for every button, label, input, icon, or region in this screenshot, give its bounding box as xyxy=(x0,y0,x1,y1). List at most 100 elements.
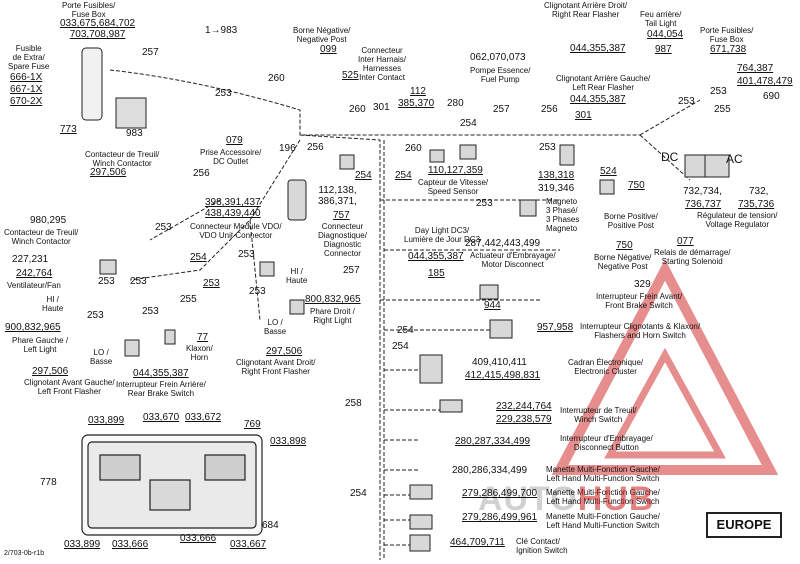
part-077: 077 xyxy=(677,236,694,247)
vdo-connector-label: Connecteur Module VDO/ VDO Unit Connecto… xyxy=(190,222,282,240)
part-196: 196 xyxy=(279,143,296,154)
spare-fuse-parts: 666-1X 667-1X 670-2X xyxy=(10,72,43,107)
part-254-b: 254 xyxy=(395,170,412,181)
negative-post-title: Borne Négative/ Negative Post xyxy=(293,26,351,44)
part-983-box: 983 xyxy=(126,128,143,139)
watermark-triangle xyxy=(551,259,779,475)
part-757: 757 xyxy=(333,210,350,221)
part-254-left: 254 xyxy=(190,252,207,263)
right-front-flasher-label: Clignotant Avant Droit/ Right Front Flas… xyxy=(236,358,316,376)
watermark-text: AUTOHUB xyxy=(478,480,654,519)
inter-contact-label: Connecteur Inter Harnais/ Harnesses Inte… xyxy=(358,46,407,82)
winch-contactor2-label: Contacteur de Treuil/ Winch Contactor xyxy=(4,228,79,246)
part-944: 944 xyxy=(484,300,501,311)
watermark-text-a: AUTO xyxy=(478,480,578,518)
winch-contactor-title: Contacteur de Treuil/ Winch Contactor xyxy=(85,150,160,168)
part-253-j: 253 xyxy=(203,278,220,289)
part-297-506-c: 297,506 xyxy=(266,346,303,357)
part-464-711: 464,709,711 xyxy=(450,537,505,548)
part-987: 987 xyxy=(655,44,672,55)
region-badge: EUROPE xyxy=(706,512,782,538)
part-764-387: 764,387 xyxy=(737,63,774,74)
part-253-k: 253 xyxy=(249,286,266,297)
dc-label: DC xyxy=(661,150,679,164)
part-412-831: 412,415,498,831 xyxy=(465,370,541,381)
part-280-a: 280 xyxy=(447,98,464,109)
front-brake-label: Interrupteur Frein Avant/ Front Brake Sw… xyxy=(596,292,683,310)
part-524: 524 xyxy=(600,166,617,177)
part-980-295: 980,295 xyxy=(30,215,67,226)
diag-connector-label: Connecteur Diagnostique/ Diagnostic Conn… xyxy=(318,222,367,258)
part-079: 079 xyxy=(226,135,243,146)
part-773: 773 xyxy=(60,124,77,135)
part-253-g: 253 xyxy=(98,276,115,287)
right-rear-flasher-label: Clignotant Arrière Droit/ Right Rear Fla… xyxy=(544,1,628,19)
part-800-right: 800,832,965 xyxy=(305,294,361,305)
part-033-666-a: 033,666 xyxy=(112,539,149,550)
part-033-666-b: 033,666 xyxy=(180,533,217,544)
part-260-c: 260 xyxy=(405,143,422,154)
part-255-b: 255 xyxy=(180,294,197,305)
part-138-318: 138,318 xyxy=(538,170,575,181)
part-254-f: 254 xyxy=(350,488,367,499)
part-280-286-a: 280,286,334,499 xyxy=(452,465,528,476)
part-279-961: 279,286,499,961 xyxy=(462,512,538,523)
motor-disconnect-parts: 287,442,443,499 xyxy=(465,238,541,249)
part-227-231: 227,231 xyxy=(12,254,49,265)
part-301-a: 301 xyxy=(373,102,390,113)
part-690: 690 xyxy=(763,91,780,102)
part-769: 769 xyxy=(244,419,261,430)
part-957-958: 957,958 xyxy=(537,322,574,333)
part-297-506-a: 297,506 xyxy=(90,167,127,178)
hi-left2-label: HI / Haute xyxy=(42,295,64,313)
flasher-horn-switch-label: Interrupteur Clignotants & Klaxon/ Flash… xyxy=(580,322,701,340)
negative-post2-label: Borne Négative/ Negative Post xyxy=(594,253,652,271)
fuse-box-top xyxy=(81,47,147,129)
part-385-370: 385,370 xyxy=(398,98,435,109)
part-732-734: 732,734, xyxy=(683,186,722,197)
part-260-b: 260 xyxy=(349,104,366,115)
ignition-label: Clé Contact/ Ignition Switch xyxy=(516,537,568,555)
part-253-b: 253 xyxy=(476,198,493,209)
part-256-b: 256 xyxy=(307,142,324,153)
part-319-346: 319,346 xyxy=(538,183,575,194)
part-044-355-387-a: 044,355,387 xyxy=(570,43,626,54)
fuse-box-title: Porte Fusibles/ Fuse Box xyxy=(62,1,116,19)
part-684: 684 xyxy=(262,520,279,531)
part-279-700: 279,286,499,700 xyxy=(462,488,538,499)
fuel-pump-label: Pompe Essence/ Fuel Pump xyxy=(470,66,531,84)
winch-switch-label: Interrupteur de Treuil/ Winch Switch xyxy=(560,406,637,424)
left-front-flasher-label: Clignotant Avant Gauche/ Left Front Flas… xyxy=(24,378,115,396)
part-254-e: 254 xyxy=(392,341,409,352)
fuel-pump-parts: 062,070,073 xyxy=(470,52,526,63)
part-253-f: 253 xyxy=(155,222,172,233)
part-044-355-387-d: 044,355,387 xyxy=(408,251,464,262)
part-253-d: 253 xyxy=(678,96,695,107)
part-750-a: 750 xyxy=(628,180,645,191)
part-301-b: 301 xyxy=(575,110,592,121)
ac-label: AC xyxy=(726,152,743,166)
left-rear-flasher-label: Clignotant Arrière Gauche/ Left Rear Fla… xyxy=(556,74,651,92)
part-044-054: 044,054 xyxy=(647,29,684,40)
part-258: 258 xyxy=(345,398,362,409)
part-732-b: 732, xyxy=(749,186,769,197)
part-256-a: 256 xyxy=(193,168,210,179)
part-257-top: 257 xyxy=(142,47,159,58)
starting-solenoid-label: Relais de démarrage/ Starting Solenoid xyxy=(654,248,731,266)
part-229-579: 229,238,579 xyxy=(496,414,552,425)
part-254-c-top: 254 xyxy=(460,118,477,129)
part-254-a: 254 xyxy=(355,170,372,181)
part-033-899-bl: 033,899 xyxy=(64,539,101,550)
part-329: 329 xyxy=(634,279,651,290)
part-033-898: 033,898 xyxy=(270,436,307,447)
cluster-label: Cadran Électronique/ Electronic Cluster xyxy=(568,358,644,376)
day-light-label: Day Light DC3/ Lumière de Jour DC3 xyxy=(404,226,481,244)
mf-switch-b-label: Manette Multi-Fonction Gauche/ Left Hand… xyxy=(546,488,660,506)
part-525: 525 xyxy=(342,70,359,81)
part-254-d: 254 xyxy=(397,325,414,336)
part-671-738: 671,738 xyxy=(710,44,747,55)
fuse-box-parts: 033,675,684,702 703,708,987 xyxy=(60,18,136,40)
hi-left-label: HI / Haute xyxy=(286,267,308,285)
part-750-b: 750 xyxy=(616,240,633,251)
part-033-899-tl: 033,899 xyxy=(88,415,125,426)
